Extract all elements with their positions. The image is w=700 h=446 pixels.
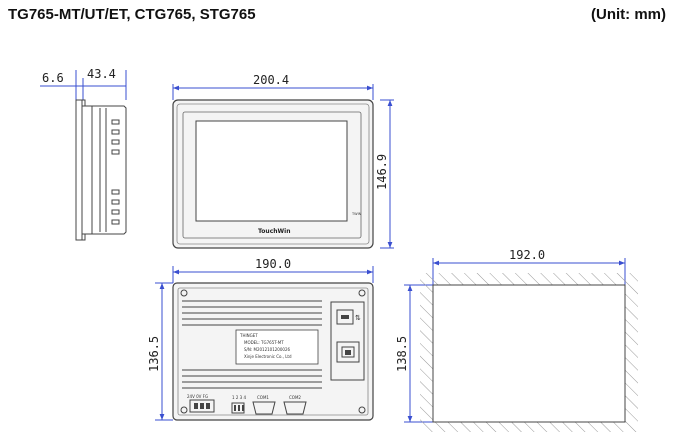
dim-front-height: 146.9	[375, 154, 389, 190]
dim-side-depth: 6.6	[42, 71, 64, 85]
ethernet-contacts	[345, 350, 351, 355]
dim-back-width: 190.0	[255, 257, 291, 271]
cutout-opening	[432, 284, 626, 423]
ethernet-port	[336, 341, 360, 363]
panel-cutout: 192.0 138.5	[395, 248, 638, 432]
com1-port	[252, 401, 276, 415]
back-housing-inner	[177, 287, 369, 416]
dim-side-total: 43.4	[87, 67, 116, 81]
side-view: 6.6 43.4	[40, 67, 127, 241]
com2-port	[283, 401, 307, 415]
usb-slot	[341, 315, 349, 319]
power-pin-2	[200, 403, 204, 409]
com2-label: COM2	[289, 395, 301, 400]
dip-lever-2	[238, 405, 240, 411]
usb-icon: ⇅	[355, 314, 361, 322]
dip-lever-1	[234, 405, 236, 411]
dim-back-height: 136.5	[147, 336, 161, 372]
power-pin-3	[206, 403, 210, 409]
dip-switch	[231, 402, 245, 414]
front-bezel-inner	[176, 103, 370, 245]
side-vents	[111, 119, 120, 225]
dim-front-width: 200.4	[253, 73, 289, 87]
side-bezel	[75, 99, 83, 241]
port-module	[330, 301, 365, 381]
com1-label: COM1	[257, 395, 269, 400]
nameplate-brand: THINGET	[239, 333, 258, 338]
screw-bottom-right	[358, 406, 366, 414]
nameplate-model: MODEL: TG765T-MT	[244, 340, 284, 345]
front-corner-text: TWIN	[351, 212, 362, 216]
front-view: 200.4 146.9 TouchWin TWIN	[172, 73, 394, 249]
power-pin-1	[194, 403, 198, 409]
power-label: 24V 0V FG	[187, 394, 208, 399]
nameplate-maker: Xinje Electronic Co., Ltd	[244, 354, 292, 359]
nameplate-serial: S/N: M2012101200026	[244, 347, 290, 352]
front-logo: TouchWin	[258, 228, 290, 235]
ethernet-socket	[341, 346, 355, 358]
page-title: TG765-MT/UT/ET, CTG765, STG765	[8, 6, 256, 23]
screw-top-left	[180, 289, 188, 297]
back-view: 190.0 136.5 THINGET MODEL: TG765T-MT S/N…	[147, 257, 374, 421]
back-vents-top	[182, 300, 322, 326]
side-lip-bottom	[81, 233, 86, 241]
side-body	[82, 105, 127, 235]
back-vents-bottom	[182, 369, 322, 389]
usb-port	[336, 309, 354, 325]
screw-top-right	[358, 289, 366, 297]
front-screen	[195, 120, 348, 222]
side-lip-top	[81, 99, 86, 107]
screw-bottom-left	[180, 406, 188, 414]
dip-lever-3	[242, 405, 244, 411]
dip-label: 1 2 3 4	[232, 395, 246, 400]
nameplate	[235, 329, 319, 365]
dim-cutout-width: 192.0	[509, 248, 545, 262]
power-terminal	[189, 399, 215, 413]
unit-label: (Unit: mm)	[591, 6, 666, 23]
dim-cutout-height: 138.5	[395, 336, 409, 372]
front-frame	[182, 111, 362, 239]
